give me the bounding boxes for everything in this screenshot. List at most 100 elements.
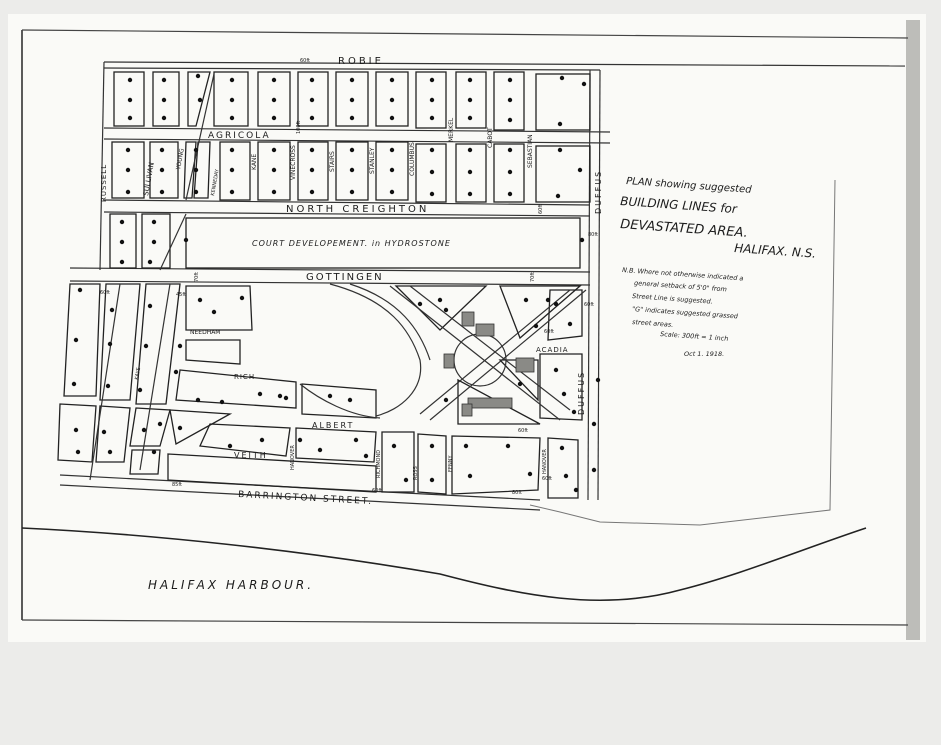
setback-dot bbox=[403, 477, 409, 483]
street-label-north-creighton: NORTH CREIGHTON bbox=[286, 204, 429, 215]
setback-dot bbox=[173, 369, 179, 375]
setback-dot bbox=[151, 219, 157, 225]
setback-dot bbox=[349, 97, 355, 103]
note-line-6: Scale: 300ft = 1 inch bbox=[660, 330, 729, 343]
setback-dot bbox=[567, 321, 573, 327]
setback-dot bbox=[227, 443, 233, 449]
street-label-young: YOUNG bbox=[175, 148, 186, 172]
setback-dot bbox=[271, 189, 277, 195]
setback-dot bbox=[239, 295, 245, 301]
neatline-top bbox=[21, 29, 909, 39]
setback-dot bbox=[467, 115, 473, 121]
setback-dot bbox=[389, 147, 395, 153]
setback-dot bbox=[349, 189, 355, 195]
setback-dot bbox=[507, 169, 513, 175]
neatline-bottom bbox=[21, 619, 909, 626]
setback-dot bbox=[183, 237, 189, 243]
setback-dot bbox=[147, 303, 153, 309]
setback-dot bbox=[177, 343, 183, 349]
street-label-robie: ROBIE bbox=[338, 56, 384, 67]
setback-dot bbox=[349, 77, 355, 83]
dim-mark: 45ft bbox=[176, 292, 186, 298]
setback-dot bbox=[277, 393, 283, 399]
street-label-needham: NEEDHAM bbox=[190, 329, 220, 336]
setback-dot bbox=[533, 323, 539, 329]
setback-dot bbox=[467, 77, 473, 83]
setback-dot bbox=[193, 167, 199, 173]
setback-dot bbox=[151, 449, 157, 455]
street-label-stanley: STANLEY bbox=[369, 147, 376, 174]
street-label-sebastian: SEBASTIAN bbox=[527, 134, 534, 168]
setback-dot bbox=[297, 437, 303, 443]
setback-dot bbox=[429, 97, 435, 103]
setback-dot bbox=[437, 297, 443, 303]
setback-dot bbox=[271, 97, 277, 103]
setback-dot bbox=[127, 97, 133, 103]
dim-mark: 70ft bbox=[530, 272, 536, 282]
street-label-hanover: HANOVER bbox=[290, 445, 296, 470]
setback-dot bbox=[579, 237, 585, 243]
setback-dot bbox=[161, 115, 167, 121]
setback-dot bbox=[107, 449, 113, 455]
setback-dot bbox=[119, 259, 125, 265]
dim-mark: 85ft bbox=[172, 482, 182, 488]
upper-blocks bbox=[113, 71, 591, 131]
setback-dot bbox=[195, 397, 201, 403]
street-label-stairs: STAIRS bbox=[329, 151, 336, 172]
setback-dot bbox=[119, 219, 125, 225]
setback-dot bbox=[219, 399, 225, 405]
street-label-russell: RUSSELL bbox=[100, 164, 108, 202]
street-label-veith: VEITH bbox=[234, 451, 268, 460]
street-label-kenneday: KENNEDAY bbox=[210, 168, 221, 196]
street-label-richmond: RICHMOND bbox=[376, 450, 382, 478]
setback-dot bbox=[363, 453, 369, 459]
dim-mark: 100ft bbox=[296, 121, 302, 134]
setback-dot bbox=[559, 75, 565, 81]
setback-dot bbox=[271, 115, 277, 121]
setback-dot bbox=[195, 73, 201, 79]
setback-dot bbox=[349, 167, 355, 173]
setback-dot bbox=[75, 449, 81, 455]
dim-mark: 80ft bbox=[512, 490, 522, 496]
setback-dot bbox=[193, 189, 199, 195]
setback-dot bbox=[229, 115, 235, 121]
plan-title-line-2: BUILDING LINES for bbox=[620, 194, 739, 216]
setback-dot bbox=[349, 147, 355, 153]
street-label-ross: ROSS bbox=[413, 466, 419, 480]
setback-dot bbox=[553, 301, 559, 307]
setback-dot bbox=[507, 117, 513, 123]
setback-dot bbox=[591, 421, 597, 427]
setback-dot bbox=[391, 443, 397, 449]
paper-fold-shadow bbox=[906, 20, 920, 640]
setback-dot bbox=[505, 443, 511, 449]
setback-dot bbox=[159, 147, 165, 153]
setback-dot bbox=[327, 393, 333, 399]
setback-dot bbox=[389, 167, 395, 173]
setback-dot bbox=[507, 77, 513, 83]
setback-dot bbox=[429, 147, 435, 153]
street-lines bbox=[59, 61, 906, 511]
setback-dot bbox=[159, 167, 165, 173]
setback-dot bbox=[127, 77, 133, 83]
setback-dot bbox=[309, 115, 315, 121]
setback-dot bbox=[161, 97, 167, 103]
central-buildings bbox=[443, 311, 535, 417]
plan-date: Oct 1. 1918. bbox=[684, 350, 724, 358]
setback-dot bbox=[467, 191, 473, 197]
setback-dot bbox=[527, 471, 533, 477]
setback-dot bbox=[229, 77, 235, 83]
setback-dot bbox=[429, 77, 435, 83]
setback-dot bbox=[571, 409, 577, 415]
setback-dot bbox=[107, 341, 113, 347]
dim-mark: 80ft bbox=[588, 232, 598, 238]
plan-title-line-1: PLAN showing suggested bbox=[626, 176, 753, 196]
harbour-label: HALIFAX HARBOUR. bbox=[148, 578, 314, 592]
dim-mark: 60ft bbox=[538, 204, 544, 214]
street-label-fenny: FENNY bbox=[448, 454, 454, 472]
dim-mark: 60ft bbox=[372, 488, 382, 494]
street-label-barrington: BARRINGTON STREET. bbox=[238, 490, 374, 507]
street-label-kaye: KAYE bbox=[134, 367, 142, 380]
hydrostone-blocks bbox=[109, 213, 581, 269]
dim-mark: 70ft bbox=[194, 272, 200, 282]
